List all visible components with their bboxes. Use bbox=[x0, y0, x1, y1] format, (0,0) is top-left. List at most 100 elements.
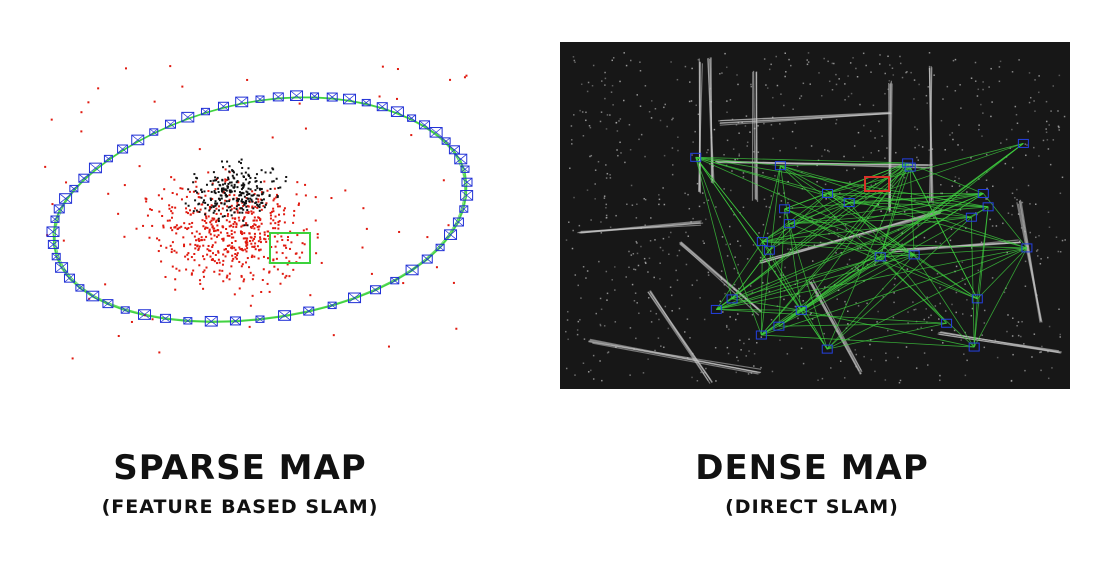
dense-keyframe bbox=[763, 245, 775, 255]
sparse-keyframe-edge bbox=[370, 285, 381, 295]
sparse-point bbox=[455, 327, 458, 330]
dense-cloud-point bbox=[586, 270, 589, 272]
dense-cloud-point bbox=[806, 63, 809, 66]
sparse-point bbox=[214, 188, 217, 191]
sparse-keyframe bbox=[102, 299, 114, 309]
dense-cloud-point bbox=[1052, 139, 1055, 141]
dense-cloud-point bbox=[847, 75, 849, 77]
dense-keyframe bbox=[710, 304, 722, 314]
dense-cloud-point bbox=[726, 100, 728, 102]
dense-cloud-point bbox=[974, 80, 977, 82]
dense-cloud-point bbox=[605, 203, 608, 206]
dense-cloud-point bbox=[980, 103, 982, 106]
sparse-keyframe-edge bbox=[390, 277, 399, 285]
dense-cloud-point bbox=[753, 365, 755, 367]
dense-cloud-point bbox=[942, 342, 944, 344]
sparse-point bbox=[211, 183, 214, 186]
dense-cloud-point bbox=[671, 294, 673, 297]
dense-keyframe bbox=[1021, 243, 1033, 253]
dense-cloud-point bbox=[857, 268, 859, 271]
dense-cloud-point bbox=[816, 180, 818, 183]
dense-cloud-point bbox=[784, 213, 786, 215]
sparse-point bbox=[264, 171, 267, 174]
sparse-point bbox=[257, 240, 260, 243]
sparse-point bbox=[51, 203, 54, 206]
dense-cloud-point bbox=[748, 338, 750, 341]
dense-cloud-point bbox=[594, 198, 596, 200]
sparse-point bbox=[185, 195, 188, 198]
sparse-point bbox=[251, 194, 254, 197]
sparse-point bbox=[246, 224, 249, 227]
sparse-point bbox=[232, 225, 235, 228]
dense-cloud-point bbox=[689, 337, 691, 339]
dense-structure-stroke bbox=[579, 222, 701, 234]
dense-cloud-point bbox=[990, 115, 992, 118]
dense-cloud-point bbox=[810, 312, 812, 314]
dense-cloud-point bbox=[1057, 125, 1060, 128]
sparse-point bbox=[248, 174, 251, 177]
sparse-point bbox=[160, 260, 163, 263]
sparse-point bbox=[229, 205, 232, 208]
sparse-point bbox=[259, 238, 262, 241]
dense-link bbox=[848, 202, 947, 324]
sparse-point bbox=[256, 225, 259, 228]
sparse-point bbox=[216, 262, 219, 265]
dense-cloud-point bbox=[630, 59, 632, 62]
dense-cloud-point bbox=[703, 201, 705, 204]
dense-keyframe bbox=[1017, 138, 1029, 148]
dense-cloud-point bbox=[662, 187, 664, 189]
dense-cloud-point bbox=[964, 374, 967, 377]
sparse-point bbox=[213, 270, 216, 273]
sparse-point bbox=[225, 195, 228, 198]
dense-cloud-point bbox=[618, 120, 620, 122]
sparse-point bbox=[185, 211, 188, 214]
dense-cloud-point bbox=[944, 310, 947, 312]
dense-cloud-point bbox=[1047, 350, 1049, 353]
dense-cloud-point bbox=[844, 224, 847, 226]
dense-cloud-point bbox=[1059, 192, 1062, 195]
dense-cloud-point bbox=[605, 206, 607, 209]
dense-cloud-point bbox=[940, 183, 942, 186]
dense-cloud-point bbox=[577, 284, 579, 287]
sparse-point bbox=[202, 271, 205, 274]
sparse-point bbox=[215, 219, 218, 222]
sparse-point bbox=[202, 275, 205, 278]
dense-cloud-point bbox=[959, 209, 962, 211]
dense-cloud-point bbox=[567, 338, 569, 341]
sparse-keyframe-edge bbox=[86, 290, 99, 302]
dense-cloud-point bbox=[577, 320, 580, 323]
dense-keyframe bbox=[971, 294, 983, 304]
dense-cloud-point bbox=[1016, 188, 1018, 191]
sparse-point bbox=[235, 205, 238, 208]
dense-link-group bbox=[695, 143, 1028, 350]
dense-cloud-point bbox=[615, 121, 618, 124]
sparse-keyframe bbox=[149, 128, 159, 136]
dense-cloud-point bbox=[788, 58, 790, 61]
sparse-point bbox=[296, 234, 299, 237]
sparse-point bbox=[242, 237, 245, 240]
sparse-point bbox=[229, 209, 232, 212]
sparse-point bbox=[196, 210, 199, 213]
sparse-point bbox=[220, 160, 223, 163]
dense-cloud-point bbox=[1021, 201, 1024, 204]
sparse-point bbox=[315, 252, 318, 255]
dense-map-title: DENSE MAP bbox=[695, 448, 929, 488]
dense-cloud-point bbox=[706, 151, 708, 154]
sparse-point bbox=[244, 171, 247, 174]
dense-cloud-point bbox=[650, 217, 652, 219]
sparse-point bbox=[278, 213, 281, 216]
dense-cloud-point bbox=[784, 75, 786, 78]
dense-cloud-point bbox=[761, 282, 764, 284]
sparse-keyframe bbox=[217, 101, 229, 111]
dense-keyframe bbox=[904, 162, 916, 172]
dense-link bbox=[849, 202, 989, 208]
sparse-point bbox=[213, 191, 216, 194]
sparse-point bbox=[240, 158, 243, 161]
sparse-point bbox=[194, 180, 197, 183]
dense-cloud-point bbox=[590, 219, 592, 221]
sparse-point bbox=[281, 238, 284, 241]
sparse-point bbox=[242, 175, 245, 178]
sparse-point bbox=[217, 187, 220, 190]
dense-cloud-point bbox=[776, 84, 779, 87]
sparse-point bbox=[149, 208, 152, 211]
